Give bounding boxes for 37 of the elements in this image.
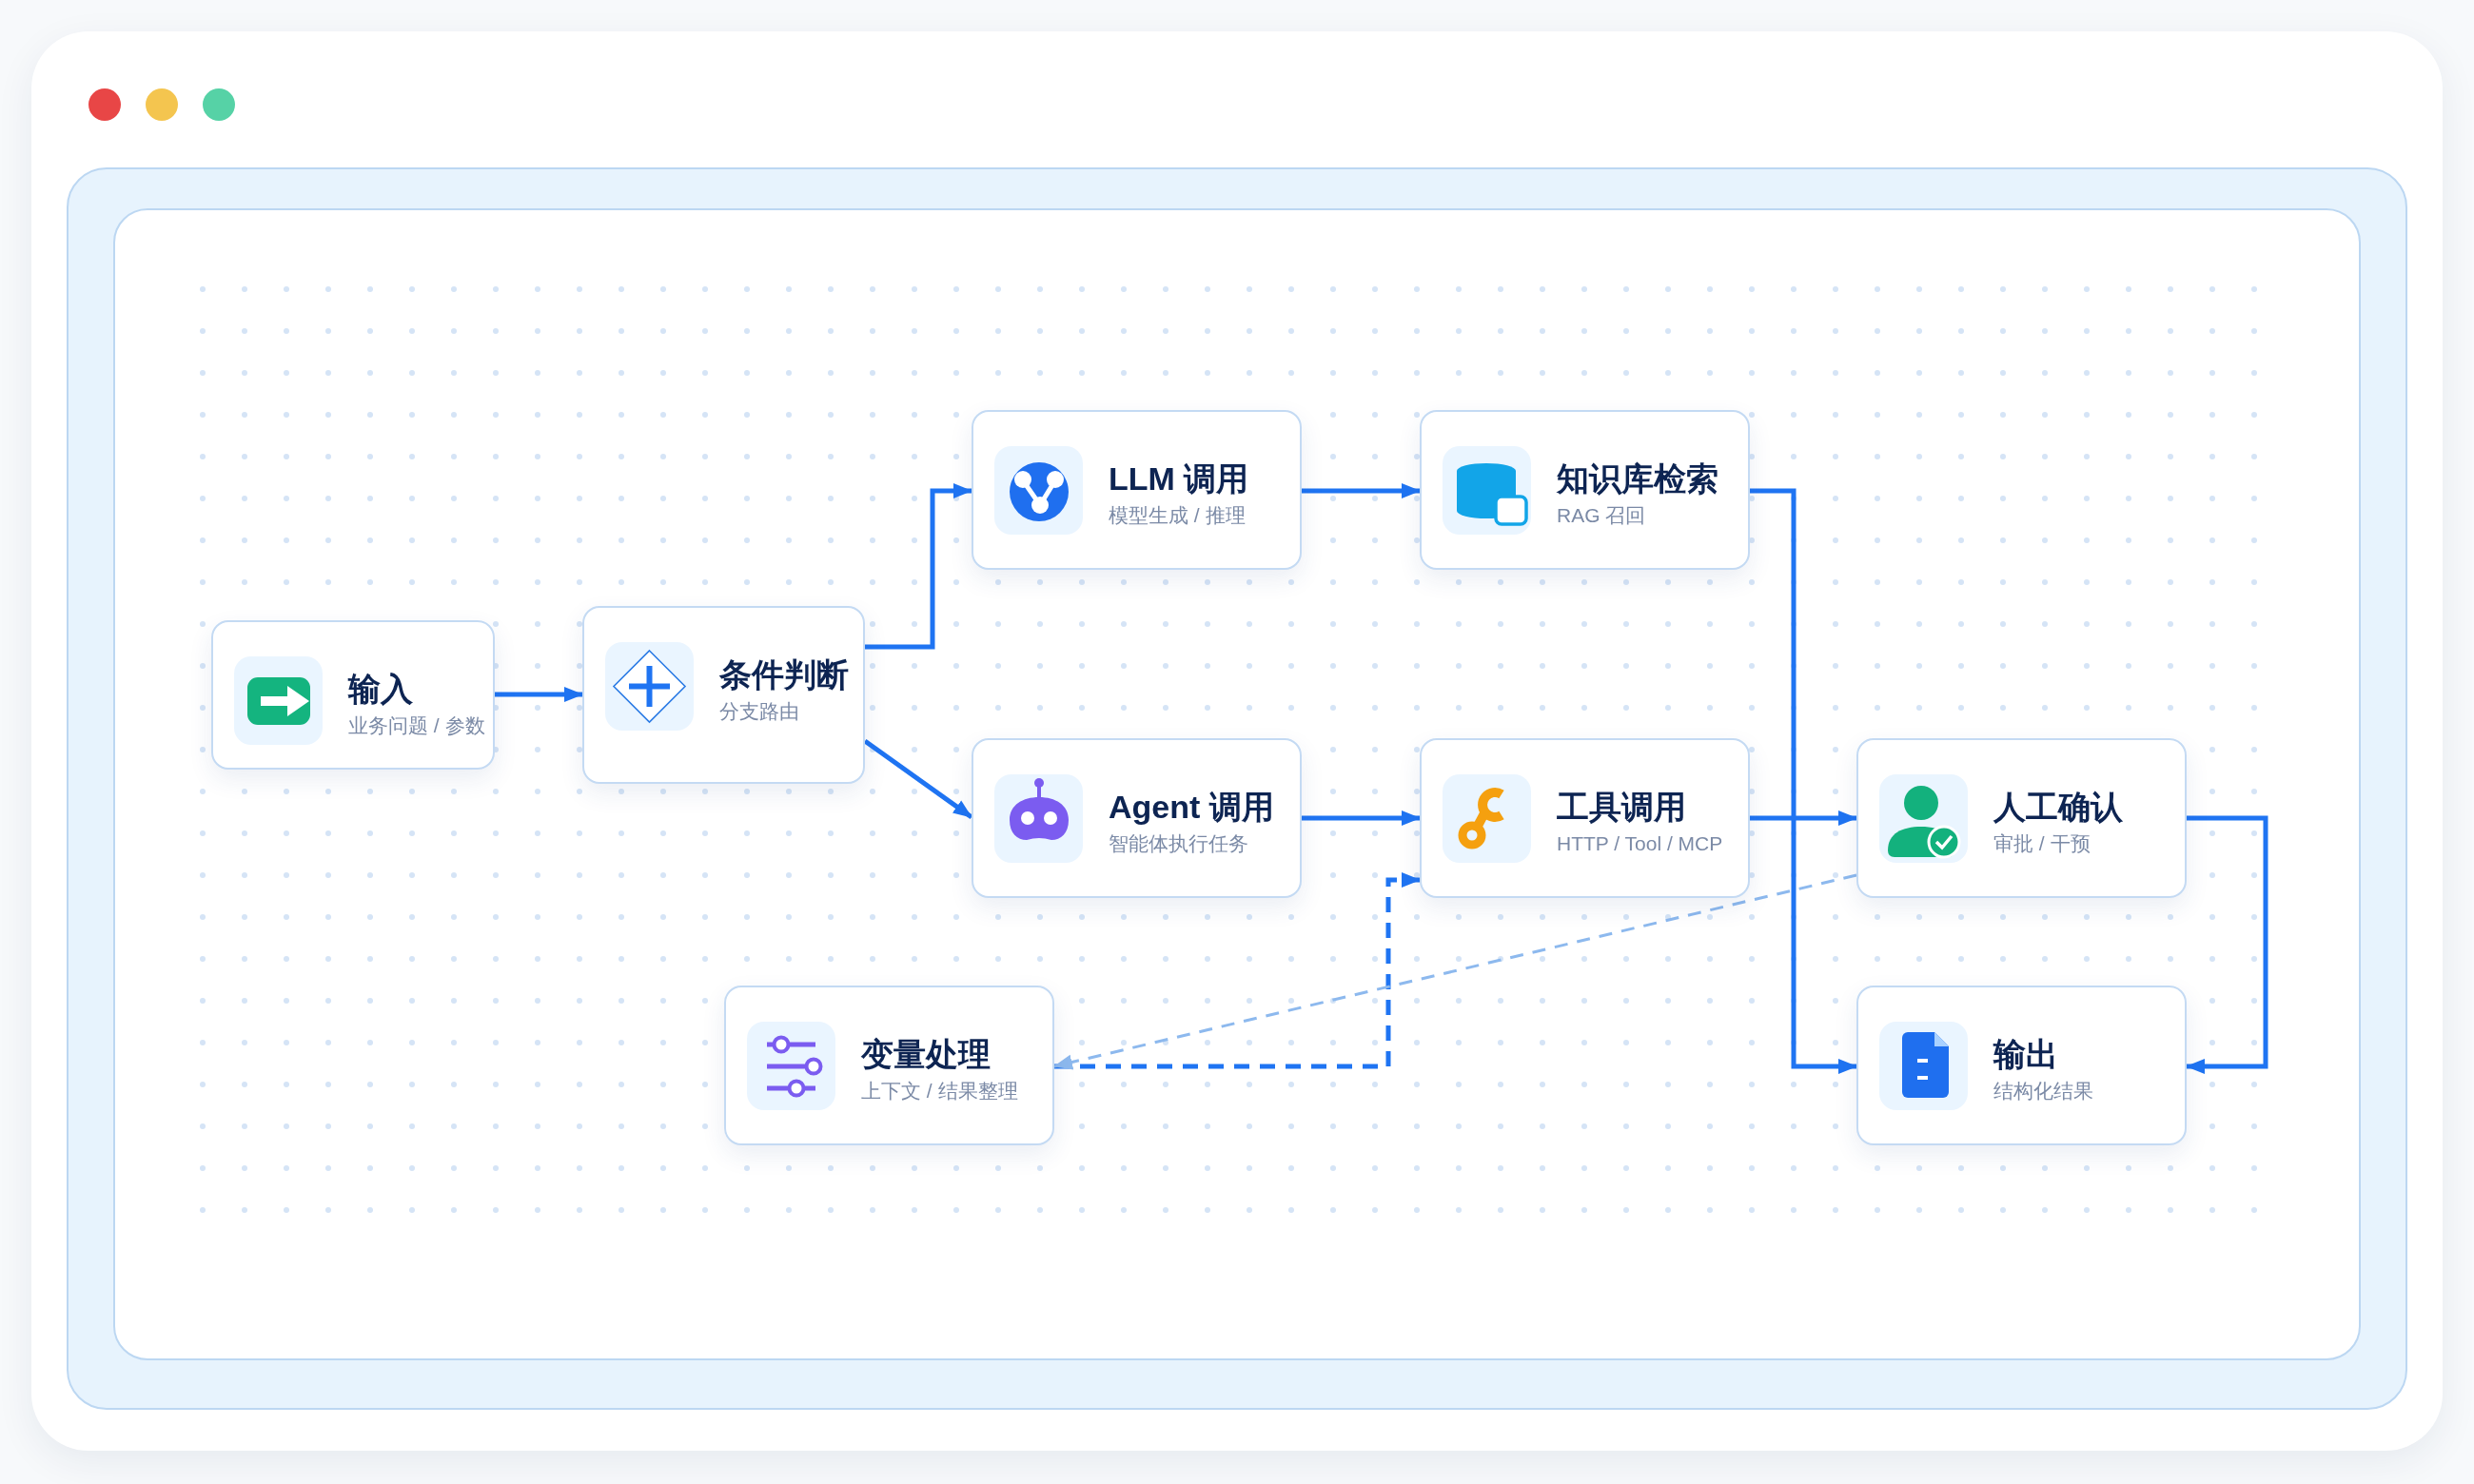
arrow (865, 483, 972, 650)
process-box (972, 410, 1302, 570)
node-title: 输出 (1993, 1035, 2058, 1073)
process-box (1856, 986, 2187, 1145)
node-title: 条件判断 (719, 655, 849, 693)
node-title: 人工确认 (1993, 788, 2123, 826)
arrow (495, 687, 583, 702)
node-subtitle: 审批 / 干预 (1993, 831, 2091, 856)
arrow (1302, 483, 1421, 498)
arrow (863, 738, 973, 820)
node-subtitle: 模型生成 / 推理 (1109, 503, 1246, 528)
process-box (972, 738, 1302, 898)
arrow (1750, 810, 1857, 826)
node-subtitle: 结构化结果 (1993, 1079, 2093, 1103)
node-title: 工具调用 (1557, 788, 1686, 826)
node-title: 知识库检索 (1557, 459, 1718, 498)
node-subtitle: RAG 召回 (1557, 503, 1646, 528)
node-title: Agent 调用 (1109, 788, 1274, 826)
node-subtitle: 上下文 / 结果整理 (861, 1079, 1018, 1103)
process-box (211, 620, 495, 770)
dashed-arrow (1054, 872, 1421, 1069)
node-subtitle: 智能体执行任务 (1109, 831, 1248, 856)
arrow (1302, 810, 1421, 826)
arrow (1750, 488, 1857, 1074)
process-box (582, 606, 865, 784)
dashed-arrow (1053, 873, 1857, 1070)
node-subtitle: HTTP / Tool / MCP (1557, 831, 1723, 856)
process-box (1856, 738, 2187, 898)
node-subtitle: 业务问题 / 参数 (348, 713, 485, 738)
node-title: LLM 调用 (1109, 459, 1249, 498)
node-subtitle: 分支路由 (719, 699, 799, 724)
process-box (1420, 410, 1750, 570)
process-box (724, 986, 1054, 1145)
node-title: 变量处理 (861, 1035, 991, 1073)
arrow (2186, 815, 2268, 1074)
node-title: 输入 (348, 670, 413, 708)
process-box (1420, 738, 1750, 898)
